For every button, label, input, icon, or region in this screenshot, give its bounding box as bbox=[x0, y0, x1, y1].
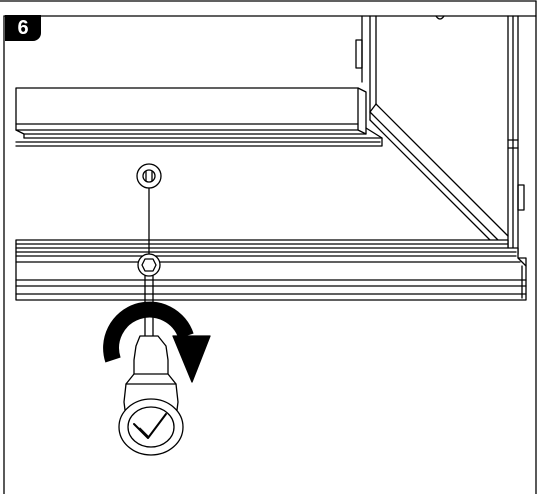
step-number-badge: 6 bbox=[5, 15, 41, 41]
upper-profile bbox=[15, 87, 383, 147]
side-panel bbox=[355, 15, 525, 255]
lower-profile bbox=[15, 239, 527, 301]
diagonal-brace bbox=[369, 103, 509, 247]
screw-hole-marker bbox=[136, 163, 162, 255]
clockwise-rotation-arrow-icon bbox=[103, 301, 211, 383]
hex-screw-icon bbox=[137, 253, 161, 277]
screwdriver-icon bbox=[118, 275, 184, 456]
